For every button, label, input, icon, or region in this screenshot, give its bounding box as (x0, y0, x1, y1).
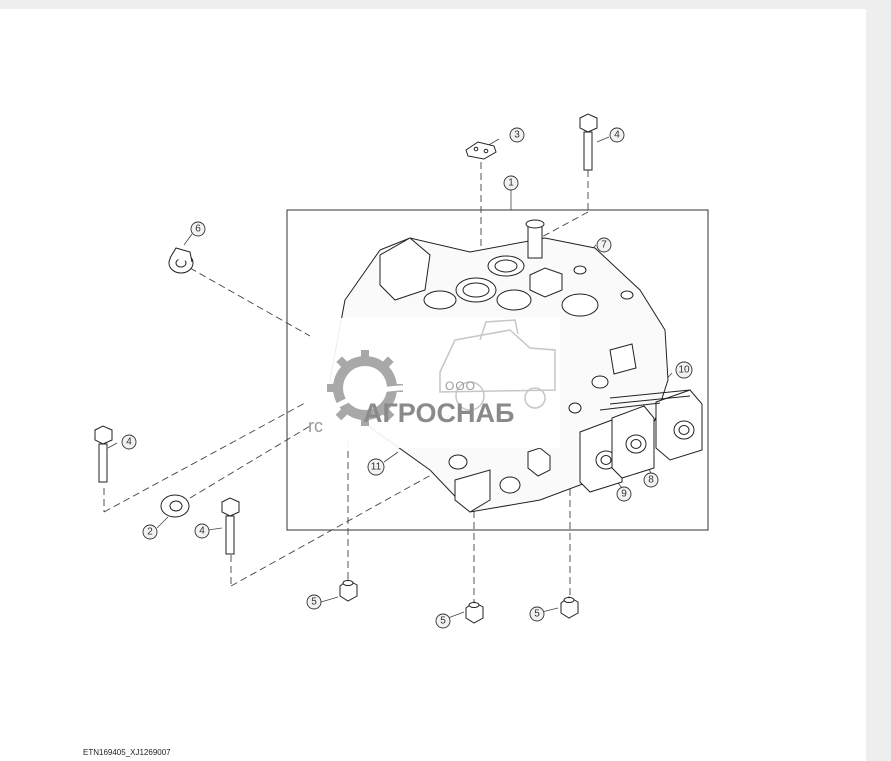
part-4-bolt-left (94, 425, 113, 483)
callout-circle-4c (194, 523, 210, 539)
callout-circle-3 (509, 127, 525, 143)
part-5-nuts (339, 579, 579, 624)
end-plates-8-9-10 (579, 389, 703, 493)
watermark-fragment: rc (308, 416, 323, 436)
watermark-prefix: ООО (445, 379, 477, 393)
callout-label-2: 2 (147, 527, 153, 538)
part-4-bolt-top (579, 113, 598, 171)
part-3-retainer-plate (465, 141, 497, 160)
callout-circle-2 (142, 524, 158, 540)
assembly-frame (286, 209, 709, 531)
callout-circle-8 (643, 472, 659, 488)
callout-circle-5b (435, 613, 451, 629)
callout-label-4a: 4 (614, 130, 620, 141)
callout-circle-9 (616, 486, 632, 502)
callout-circle-5a (306, 594, 322, 610)
callout-circle-11 (367, 458, 385, 476)
callout-circle-1 (503, 175, 519, 191)
part-2-washer (160, 494, 190, 518)
callout-circle-5c (529, 606, 545, 622)
callout-circle-4b (121, 434, 137, 450)
callout-circle-10 (675, 361, 693, 379)
figure-id: ETN169405_XJ1269007 (83, 748, 171, 757)
callout-label-5a: 5 (311, 597, 317, 608)
callout-label-9: 9 (621, 489, 627, 500)
callout-label-5c: 5 (534, 609, 540, 620)
callout-label-10: 10 (678, 365, 690, 376)
watermark-brand: АГРОСНАБ (363, 398, 515, 428)
callout-circles (121, 127, 693, 629)
callout-label-11: 11 (371, 462, 382, 473)
part-6-fitting (168, 247, 194, 274)
callout-label-1: 1 (508, 178, 514, 189)
callout-label-4b: 4 (126, 437, 132, 448)
callout-circle-7 (596, 237, 612, 253)
part-4-bolt-lower (221, 497, 240, 555)
callout-circle-4a (609, 127, 625, 143)
dashed-leaders (103, 162, 589, 602)
callout-label-4c: 4 (199, 526, 205, 537)
callout-label-5b: 5 (440, 616, 446, 627)
callout-circle-6 (190, 221, 206, 237)
callout-label-7: 7 (601, 240, 607, 251)
callout-label-8: 8 (648, 475, 654, 486)
callout-label-3: 3 (514, 130, 520, 141)
callout-label-6: 6 (195, 224, 201, 235)
